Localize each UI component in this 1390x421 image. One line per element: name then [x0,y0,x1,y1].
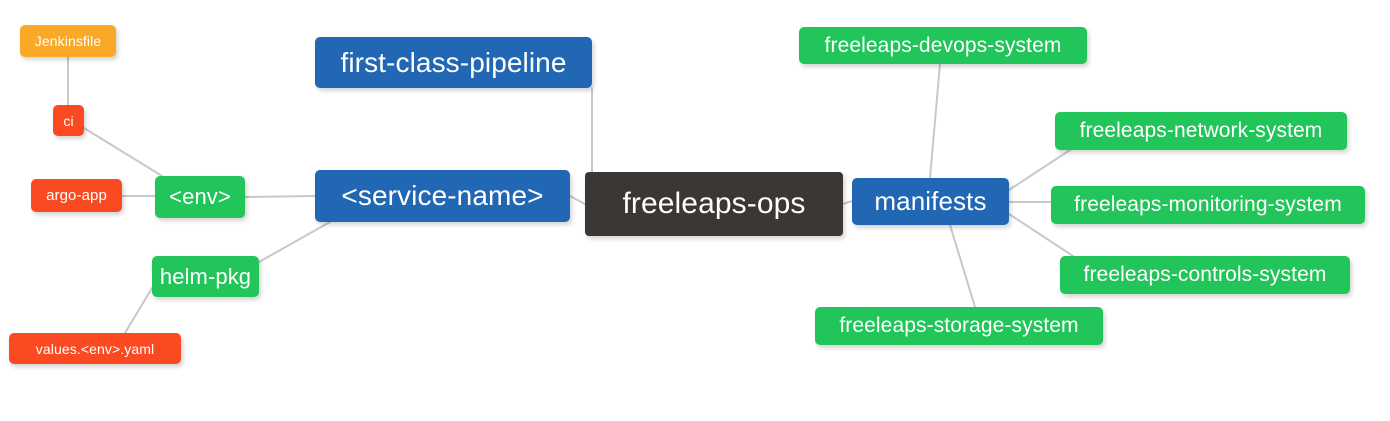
node-label-storage: freeleaps-storage-system [839,314,1079,337]
node-manifests[interactable]: manifests [852,178,1009,225]
node-env[interactable]: <env> [155,176,245,218]
edge-root-to-service [569,195,586,205]
node-network[interactable]: freeleaps-network-system [1055,112,1347,150]
edge-manifests-to-devops [929,63,941,179]
node-monitoring[interactable]: freeleaps-monitoring-system [1051,186,1365,224]
node-label-env: <env> [169,184,231,209]
edge-manifests-to-network [1008,149,1071,191]
node-controls[interactable]: freeleaps-controls-system [1060,256,1350,294]
node-label-jenkinsfile: Jenkinsfile [34,33,102,49]
node-label-ci: ci [63,112,74,129]
node-label-root: freeleaps-ops [622,187,806,220]
node-label-controls: freeleaps-controls-system [1083,263,1327,286]
node-storage[interactable]: freeleaps-storage-system [815,307,1103,345]
node-label-service: <service-name> [341,180,544,211]
node-pipeline[interactable]: first-class-pipeline [315,37,592,88]
node-label-helmpkg: helm-pkg [159,263,252,289]
edge-root-to-manifests [842,200,853,205]
node-label-valuesyaml: values.<env>.yaml [35,340,155,357]
edge-service-to-env [244,195,316,198]
node-label-pipeline: first-class-pipeline [340,46,567,78]
edge-env-to-ci [83,127,163,177]
node-argoapp[interactable]: argo-app [31,179,122,212]
node-label-network: freeleaps-network-system [1079,119,1323,142]
node-ci[interactable]: ci [53,105,84,136]
edge-manifests-to-storage [949,224,976,308]
edge-service-to-helmpkg [258,221,331,263]
node-label-monitoring: freeleaps-monitoring-system [1074,193,1342,216]
node-jenkinsfile[interactable]: Jenkinsfile [20,25,116,57]
node-devops[interactable]: freeleaps-devops-system [799,27,1087,64]
edge-helmpkg-to-valuesyaml [124,287,153,334]
node-label-argoapp: argo-app [46,187,107,204]
node-label-devops: freeleaps-devops-system [824,33,1062,57]
node-valuesyaml[interactable]: values.<env>.yaml [9,333,181,364]
node-root[interactable]: freeleaps-ops [585,172,843,236]
node-helmpkg[interactable]: helm-pkg [152,256,259,297]
node-service[interactable]: <service-name> [315,170,570,222]
node-label-manifests: manifests [874,186,987,216]
